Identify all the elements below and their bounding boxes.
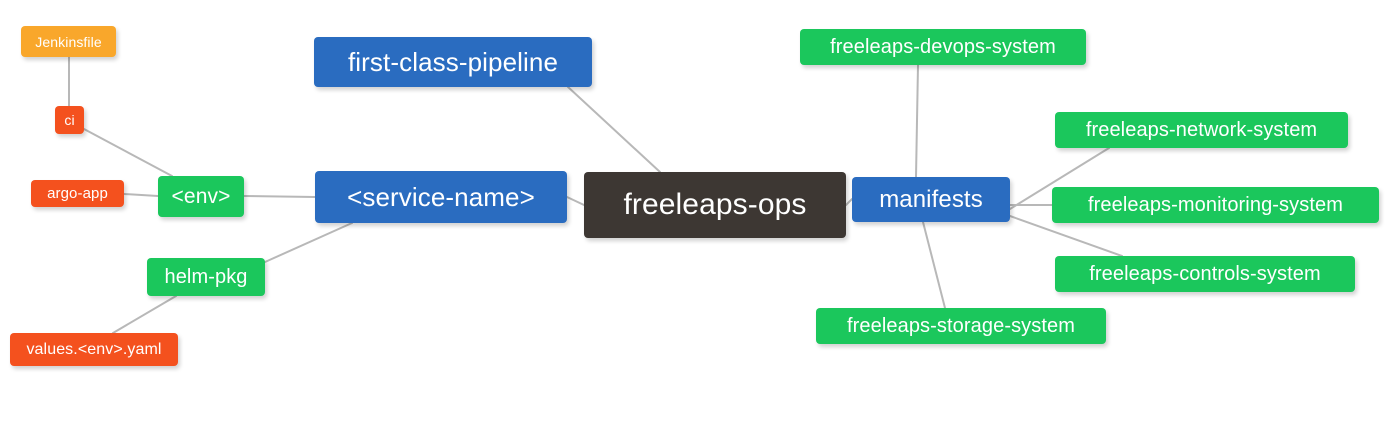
node-ci[interactable]: ci xyxy=(55,106,84,134)
node-first-class-pipeline[interactable]: first-class-pipeline xyxy=(314,37,592,87)
node-freeleaps-network-system[interactable]: freeleaps-network-system xyxy=(1055,112,1348,148)
edge-freeleaps-ops-to-service-name xyxy=(566,196,585,206)
node-service-name[interactable]: <service-name> xyxy=(315,171,567,223)
node-freeleaps-monitoring-system[interactable]: freeleaps-monitoring-system xyxy=(1052,187,1379,223)
node-jenkinsfile[interactable]: Jenkinsfile xyxy=(21,26,116,57)
edge-service-name-to-env xyxy=(243,195,316,198)
node-argo-app[interactable]: argo-app xyxy=(31,180,124,207)
edge-env-to-ci xyxy=(83,128,173,177)
node-freeleaps-storage-system[interactable]: freeleaps-storage-system xyxy=(816,308,1106,344)
edge-env-to-argo-app xyxy=(123,193,159,197)
node-helm-pkg[interactable]: helm-pkg xyxy=(147,258,265,296)
edge-manifests-to-freeleaps-devops-system xyxy=(915,64,919,178)
node-values-env-yaml[interactable]: values.<env>.yaml xyxy=(10,333,178,366)
edge-helm-pkg-to-values-env-yaml xyxy=(112,295,177,334)
node-freeleaps-devops-system[interactable]: freeleaps-devops-system xyxy=(800,29,1086,65)
edge-service-name-to-helm-pkg xyxy=(264,222,353,263)
node-freeleaps-ops[interactable]: freeleaps-ops xyxy=(584,172,846,238)
edge-manifests-to-freeleaps-storage-system xyxy=(922,221,946,309)
edge-freeleaps-ops-to-first-class-pipeline xyxy=(567,86,661,173)
node-env[interactable]: <env> xyxy=(158,176,244,217)
node-manifests[interactable]: manifests xyxy=(852,177,1010,222)
node-freeleaps-controls-system[interactable]: freeleaps-controls-system xyxy=(1055,256,1355,292)
